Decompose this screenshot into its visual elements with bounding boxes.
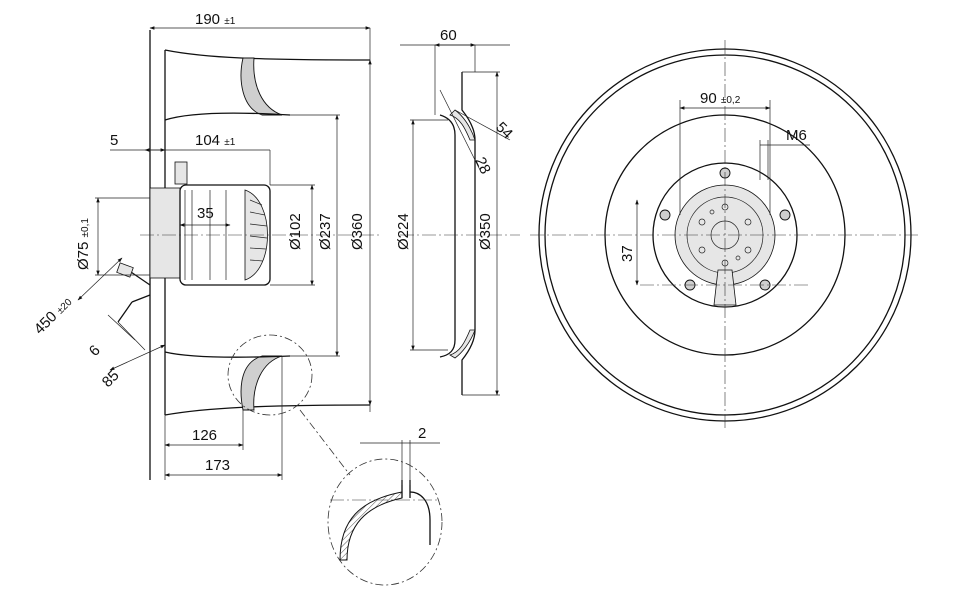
dim-60-label: 60 <box>440 27 457 44</box>
dim-6-label: 6 <box>86 342 104 360</box>
upper-shroud <box>164 112 291 121</box>
dim-line-54 <box>454 109 511 141</box>
side-view: 190 ±1 5 104 ±1 35 Ø102 Ø237 Ø360 Ø75 ±0… <box>31 11 380 480</box>
dim-126-label: 126 <box>192 427 217 444</box>
m6-label: M6 <box>786 127 807 144</box>
dim-line-6 <box>107 314 136 341</box>
motor-flange <box>149 187 181 279</box>
dim-35-label: 35 <box>197 205 214 222</box>
dim-85-label: 85 <box>99 367 123 391</box>
inlet-ring-view: 60 28 54 Ø224 Ø350 <box>395 27 520 396</box>
lower-blade-section <box>240 355 283 411</box>
dim-102-label: Ø102 <box>287 213 304 250</box>
cable-leads <box>117 269 151 323</box>
motor-cooling-fins <box>249 199 268 262</box>
dim-2-label: 2 <box>418 425 426 442</box>
ring-lip-top <box>449 109 476 141</box>
detail-view: 2 <box>327 425 443 586</box>
dim-190-label: 190 ±1 <box>195 11 236 28</box>
dim-line-450 <box>77 257 123 301</box>
dim-line-85 <box>109 344 166 371</box>
dim-37-label: 37 <box>619 245 636 262</box>
detail-shroud-section <box>339 491 403 561</box>
motor-face-holes <box>698 203 752 267</box>
upper-blade-section <box>240 57 283 116</box>
detail-circle <box>227 334 313 416</box>
detail-gap-lines <box>401 480 411 498</box>
dim-350-label: Ø350 <box>477 213 494 250</box>
dim-224-label: Ø224 <box>395 213 412 250</box>
dim-237-label: Ø237 <box>317 213 334 250</box>
impeller-top-contour <box>164 49 371 61</box>
dim-line-28 <box>439 89 481 171</box>
dim-75-label: Ø75 ±0,1 <box>75 218 92 270</box>
dim-450-label: 450 ±20 <box>31 293 76 338</box>
lower-shroud <box>164 351 291 358</box>
dim-90-label: 90 ±0,2 <box>700 90 741 107</box>
dim-28-label: 28 <box>471 155 493 177</box>
dim-104-label: 104 ±1 <box>195 132 236 149</box>
connector-box <box>174 161 188 185</box>
ring-lip-bottom <box>449 329 476 359</box>
ring-inner-contour <box>439 114 456 358</box>
detail-leader <box>299 409 351 476</box>
dim-360-label: Ø360 <box>349 213 366 250</box>
dim-173-label: 173 <box>205 457 230 474</box>
detail-ring-contour <box>409 491 431 545</box>
dim-5-label: 5 <box>110 132 118 149</box>
ring-flange <box>462 71 500 396</box>
front-view: 90 ±0,2 M6 37 <box>530 40 920 430</box>
impeller-bottom-contour <box>164 404 371 416</box>
detail-enlarged-circle <box>327 458 443 586</box>
dim-54-label: 54 <box>492 119 516 143</box>
